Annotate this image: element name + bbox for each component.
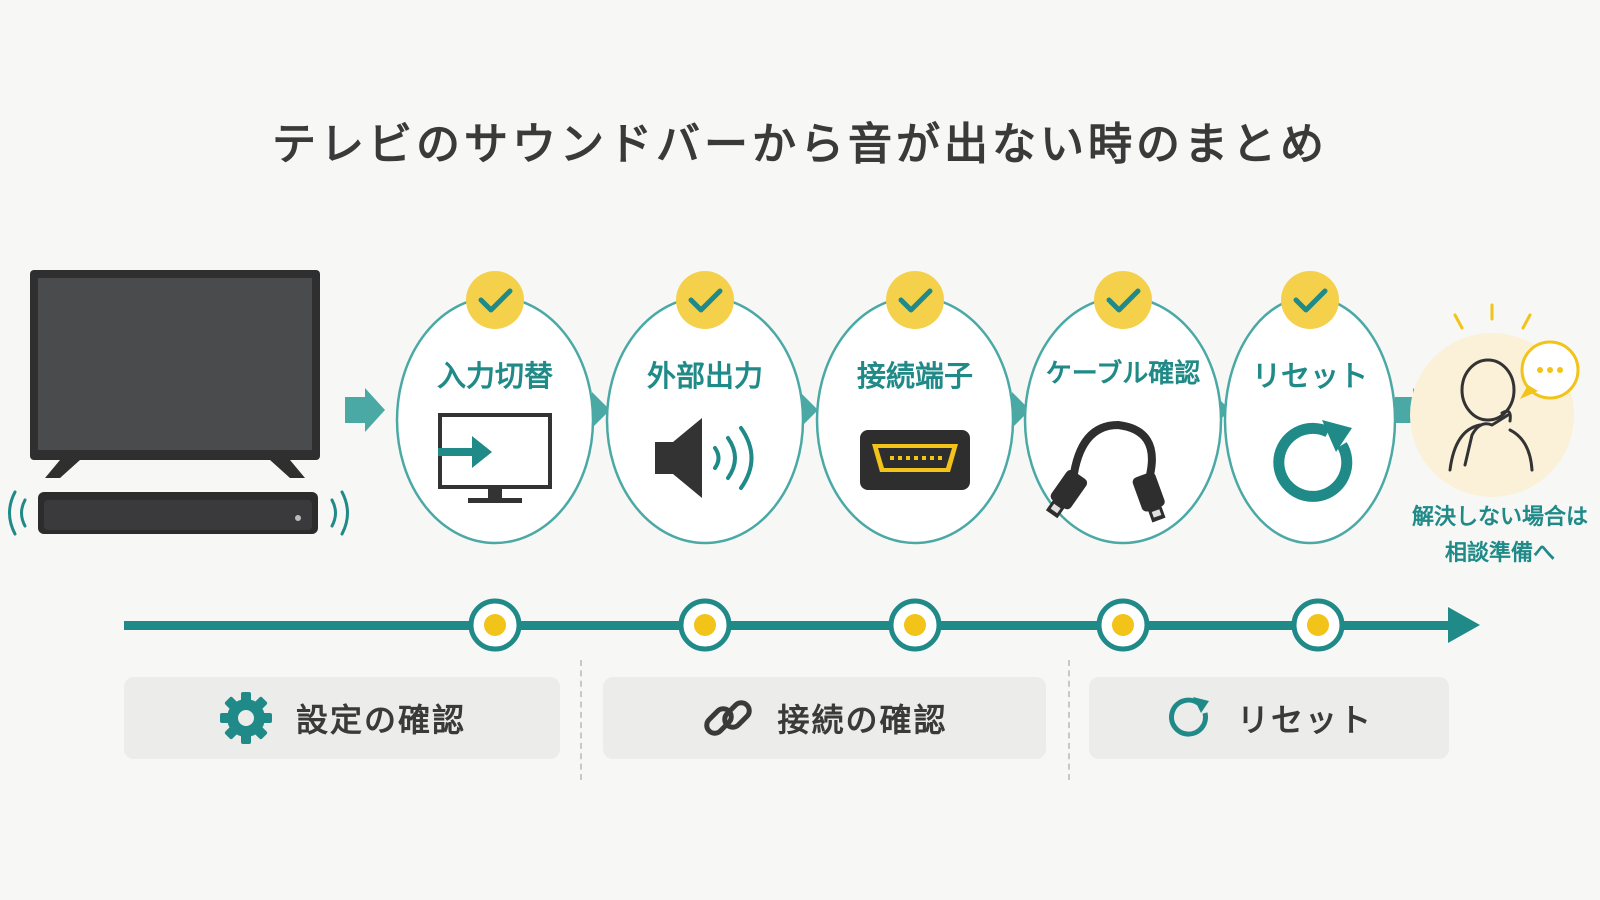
thinking-person-icon	[1410, 303, 1580, 497]
step-circle	[605, 295, 805, 545]
step-circle	[1223, 295, 1397, 545]
check-badge-icon	[1094, 271, 1152, 329]
check-badge-icon	[676, 271, 734, 329]
link-icon	[704, 700, 753, 736]
timeline-dot	[1291, 598, 1345, 652]
final-note-line1: 解決しない場合は	[1411, 505, 1588, 530]
timeline-dots	[468, 598, 1345, 652]
arrow-right-icon	[1012, 392, 1030, 428]
timeline-line	[124, 621, 1454, 630]
speech-bubble-icon	[1520, 340, 1580, 400]
tv-soundbar-illustration	[8, 270, 349, 536]
step-label-cable-check: ケーブル確認	[1045, 359, 1201, 389]
cable-icon	[1045, 420, 1166, 523]
check-badge-icon	[1281, 271, 1339, 329]
timeline-dot	[1096, 598, 1150, 652]
step-label-external-output: 外部出力	[646, 359, 763, 393]
timeline-dot	[888, 598, 942, 652]
step-circle	[395, 295, 595, 545]
hdmi-port-icon	[860, 430, 970, 490]
arrow-right-icon	[592, 392, 610, 428]
step-label-connection-port: 接続端子	[856, 359, 973, 393]
arrow-right-icon	[800, 392, 818, 428]
check-badge-icon	[886, 271, 944, 329]
timeline-dot	[678, 598, 732, 652]
arrow-right-icon	[345, 388, 385, 432]
group-label-connection: 接続の確認	[777, 701, 948, 739]
sound-waves-icon	[8, 490, 349, 536]
timeline	[124, 598, 1480, 652]
input-switch-icon	[438, 413, 552, 503]
steps-graphic	[395, 271, 1397, 545]
check-badges	[466, 271, 1339, 329]
group-divider	[580, 660, 582, 780]
check-badge-icon	[466, 271, 524, 329]
soundbar-icon	[38, 492, 318, 534]
speaker-icon	[655, 418, 754, 498]
step-label-input-switch: 入力切替	[436, 359, 553, 393]
group-connection-check: 接続の確認	[603, 677, 1046, 759]
group-label-settings: 設定の確認	[295, 701, 466, 739]
group-settings-check: 設定の確認	[124, 677, 560, 759]
reset-icon	[1273, 420, 1353, 502]
group-reset: リセット	[1089, 677, 1449, 759]
final-note-line2: 相談準備へ	[1444, 541, 1555, 566]
timeline-arrow-icon	[1448, 607, 1480, 643]
final-note: 解決しない場合は 相談準備へ	[1405, 500, 1595, 572]
group-label-reset: リセット	[1236, 701, 1373, 739]
page-title: テレビのサウンドバーから音が出ない時のまとめ	[272, 119, 1328, 170]
tv-icon	[30, 270, 320, 478]
gear-icon	[219, 692, 272, 744]
timeline-dot	[468, 598, 522, 652]
step-circle	[815, 295, 1015, 545]
step-label-reset: リセット	[1251, 359, 1368, 393]
group-divider	[1068, 660, 1070, 780]
refresh-icon	[1168, 697, 1209, 737]
